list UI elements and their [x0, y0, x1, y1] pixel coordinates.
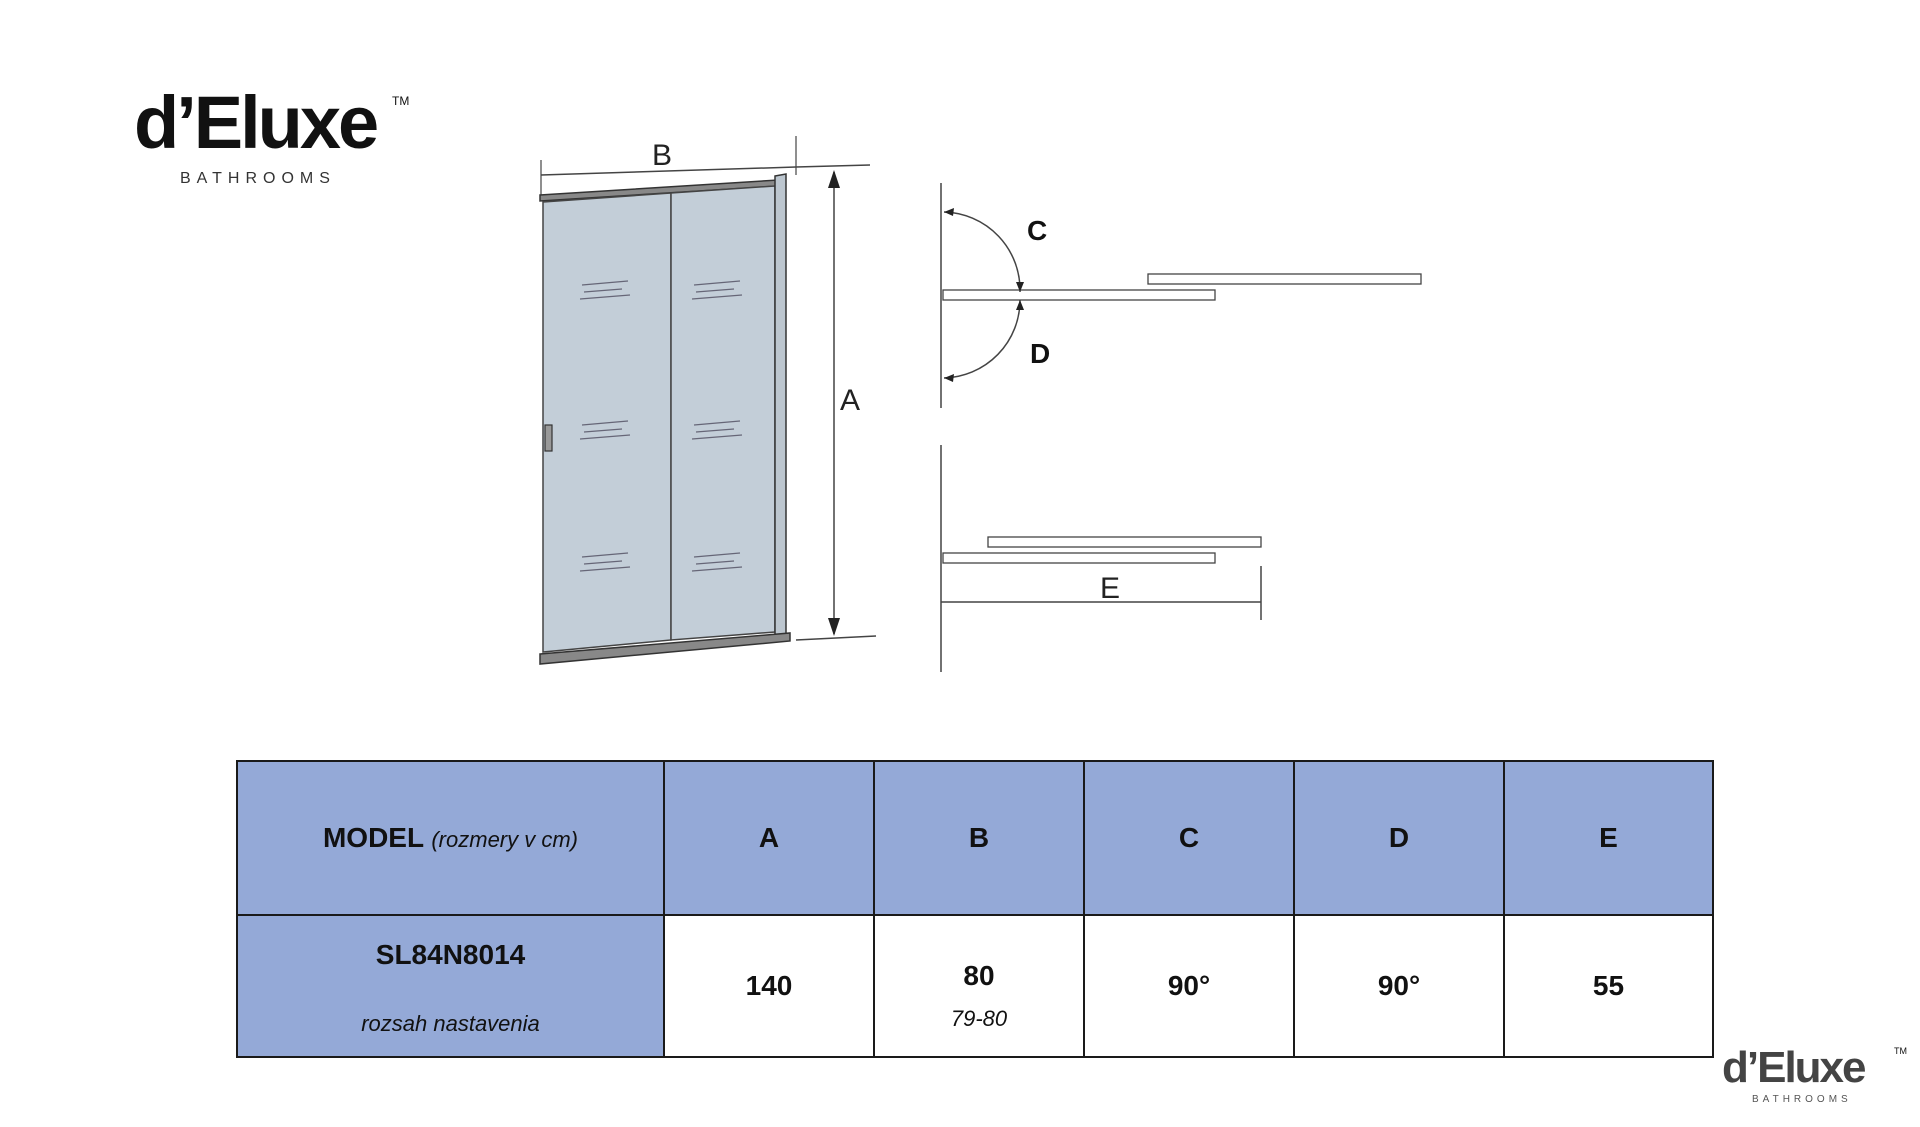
door-handle	[544, 424, 553, 452]
brand-logo-small: d’Eluxe TM BATHROOMS	[1722, 1043, 1907, 1106]
value-d: 90°	[1293, 914, 1505, 1058]
fixed-panel-open	[942, 552, 1216, 564]
brand-trademark: TM	[392, 94, 410, 108]
brand-trademark-small: TM	[1894, 1046, 1907, 1056]
value-e: 55	[1503, 914, 1714, 1058]
angle-d-arrow-start	[1016, 300, 1024, 310]
dimensions-table: MODEL (rozmery v cm) A B C D E SL84N8014…	[236, 760, 1714, 1058]
label-a: A	[840, 384, 860, 417]
header-a: A	[663, 760, 875, 916]
brand-subtitle-small: BATHROOMS	[1752, 1094, 1852, 1105]
table-header-row: MODEL (rozmery v cm) A B C D E	[236, 760, 1714, 916]
label-b: B	[652, 139, 672, 172]
value-c: 90°	[1083, 914, 1295, 1058]
glass-panel-right	[670, 185, 776, 641]
brand-logo: d’Eluxe TM BATHROOMS	[134, 81, 409, 188]
header-e: E	[1503, 760, 1714, 916]
model-name: SL84N8014	[375, 939, 526, 970]
label-c: C	[1027, 215, 1047, 246]
dimension-a-arrow-top	[828, 170, 840, 188]
header-model-label: MODEL	[322, 822, 424, 853]
glass-hatch-marks	[579, 280, 743, 572]
door-front-view: B A	[539, 136, 877, 665]
angle-c-arc	[943, 211, 1021, 293]
sliding-panel-open	[987, 536, 1262, 548]
door-top-view: C D	[940, 183, 1422, 408]
value-b-cell: 80 79-80	[873, 914, 1085, 1058]
header-b: B	[873, 760, 1085, 916]
dimension-a-top-extension	[795, 164, 871, 168]
dimension-a-bottom-extension	[795, 635, 877, 641]
angle-c-arrow-end	[1016, 282, 1024, 292]
model-cell: SL84N8014 rozsah nastavenia	[236, 914, 665, 1058]
wall-profile	[774, 173, 787, 642]
brand-wordmark-small: d’Eluxe	[1722, 1043, 1866, 1092]
value-b: 80	[963, 960, 995, 991]
value-a: 140	[663, 914, 875, 1058]
range-label: rozsah nastavenia	[361, 1011, 540, 1036]
header-c: C	[1083, 760, 1295, 916]
angle-c-arrow-start	[944, 208, 954, 216]
label-d: D	[1030, 338, 1050, 369]
brand-wordmark: d’Eluxe	[134, 81, 379, 164]
header-d: D	[1293, 760, 1505, 916]
label-e: E	[1100, 572, 1120, 605]
table-row: SL84N8014 rozsah nastavenia 140 80 79-80…	[236, 914, 1714, 1058]
angle-d-arrow-end	[944, 374, 954, 382]
brand-subtitle: BATHROOMS	[180, 170, 336, 187]
shower-door-diagram: B A	[539, 136, 1422, 672]
angle-d-arc	[943, 299, 1021, 379]
bottom-rail	[539, 632, 791, 665]
fixed-panel-top-view	[942, 289, 1216, 301]
dimension-a-arrow-bottom	[828, 618, 840, 636]
dimension-b-line	[540, 166, 797, 176]
door-opening-view: E	[940, 445, 1262, 672]
header-model-unit: (rozmery v cm)	[431, 827, 579, 852]
header-model: MODEL (rozmery v cm)	[236, 760, 665, 916]
sliding-panel-top-view	[1147, 273, 1422, 285]
value-b-range: 79-80	[950, 1006, 1008, 1031]
